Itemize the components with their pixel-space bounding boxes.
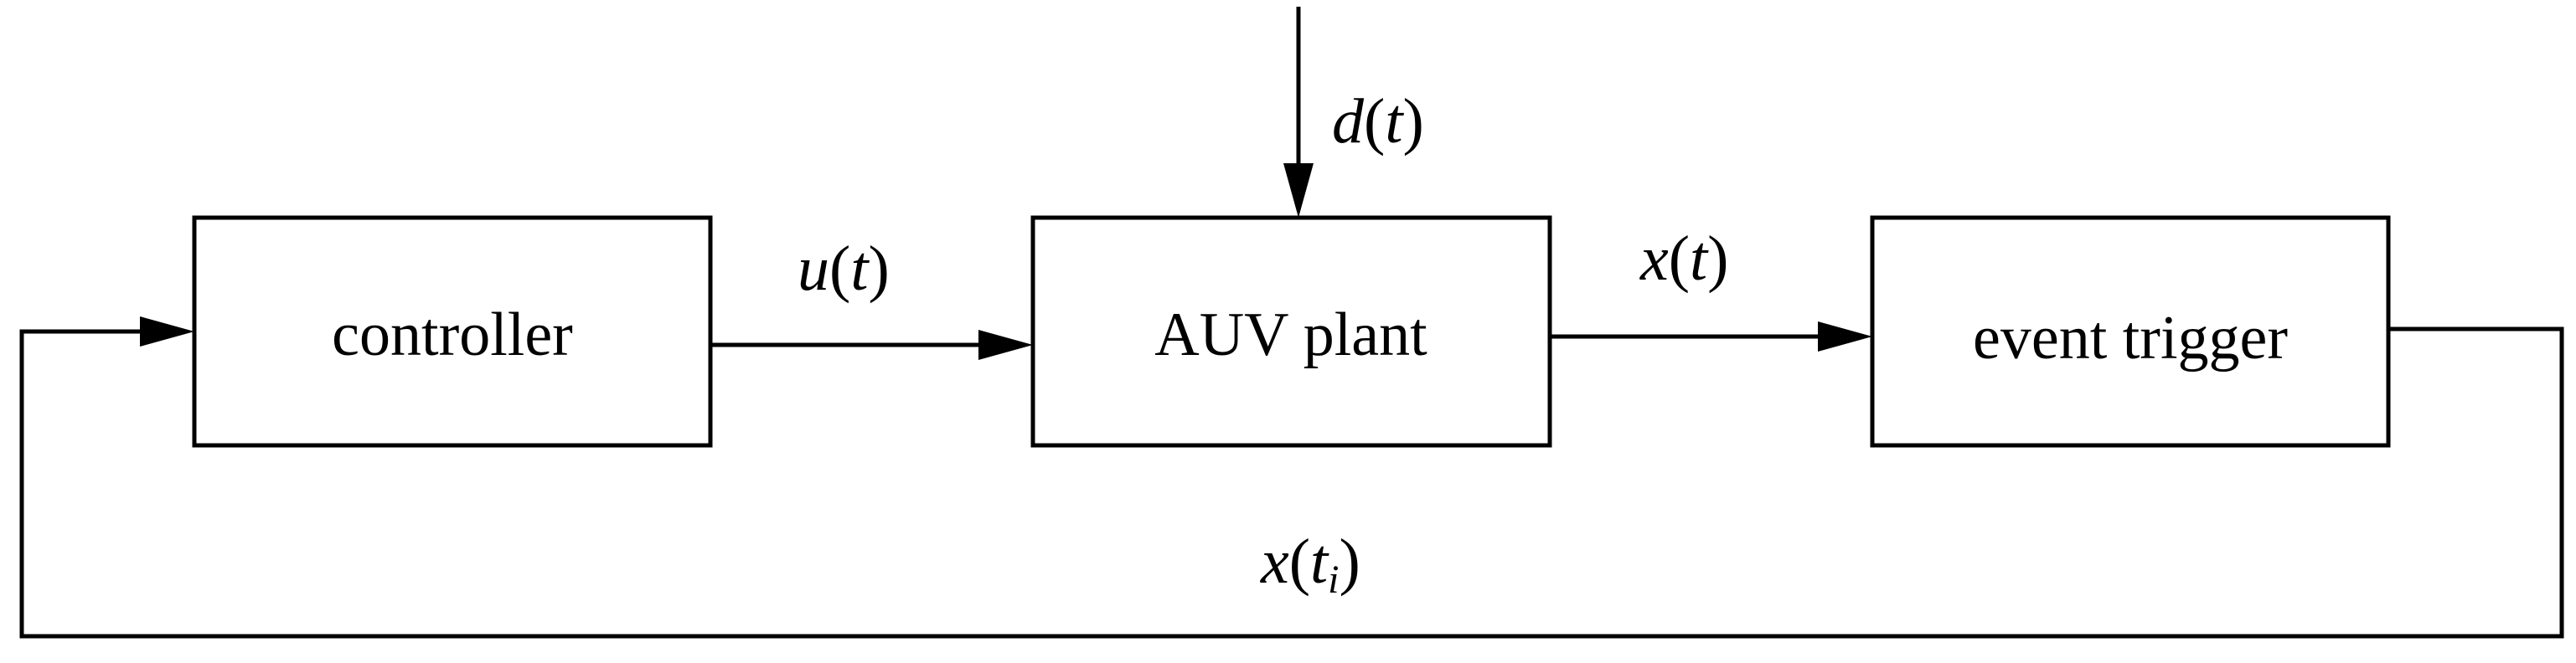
sampled-state-label: x(ti)	[1260, 527, 1360, 602]
plant-box	[1030, 215, 1552, 448]
feedback-connection	[19, 316, 2564, 639]
disturbance-label: d(t)	[1332, 86, 1424, 157]
control-input-label: u(t)	[798, 234, 890, 304]
state-label: x(t)	[1639, 224, 1728, 294]
event-trigger-box	[1870, 215, 2391, 448]
plant-block: AUV plant	[1030, 215, 1552, 448]
disturbance-connection	[1283, 7, 1314, 218]
feedback-arrowhead	[140, 316, 194, 347]
disturbance-arrowhead	[1283, 163, 1314, 218]
control-input-connection	[710, 330, 1033, 360]
state-arrowhead	[1818, 321, 1872, 352]
controller-box	[192, 215, 713, 448]
controller-label: controller	[332, 301, 573, 369]
event-trigger-block: event trigger	[1870, 215, 2391, 448]
plant-label: AUV plant	[1154, 301, 1427, 369]
control-input-arrowhead	[978, 330, 1033, 360]
sampled-state-subscript: i	[1328, 558, 1339, 602]
event-trigger-label: event trigger	[1973, 304, 2288, 373]
controller-block: controller	[192, 215, 713, 448]
state-connection	[1550, 321, 1872, 352]
feedback-wire	[19, 326, 2564, 639]
